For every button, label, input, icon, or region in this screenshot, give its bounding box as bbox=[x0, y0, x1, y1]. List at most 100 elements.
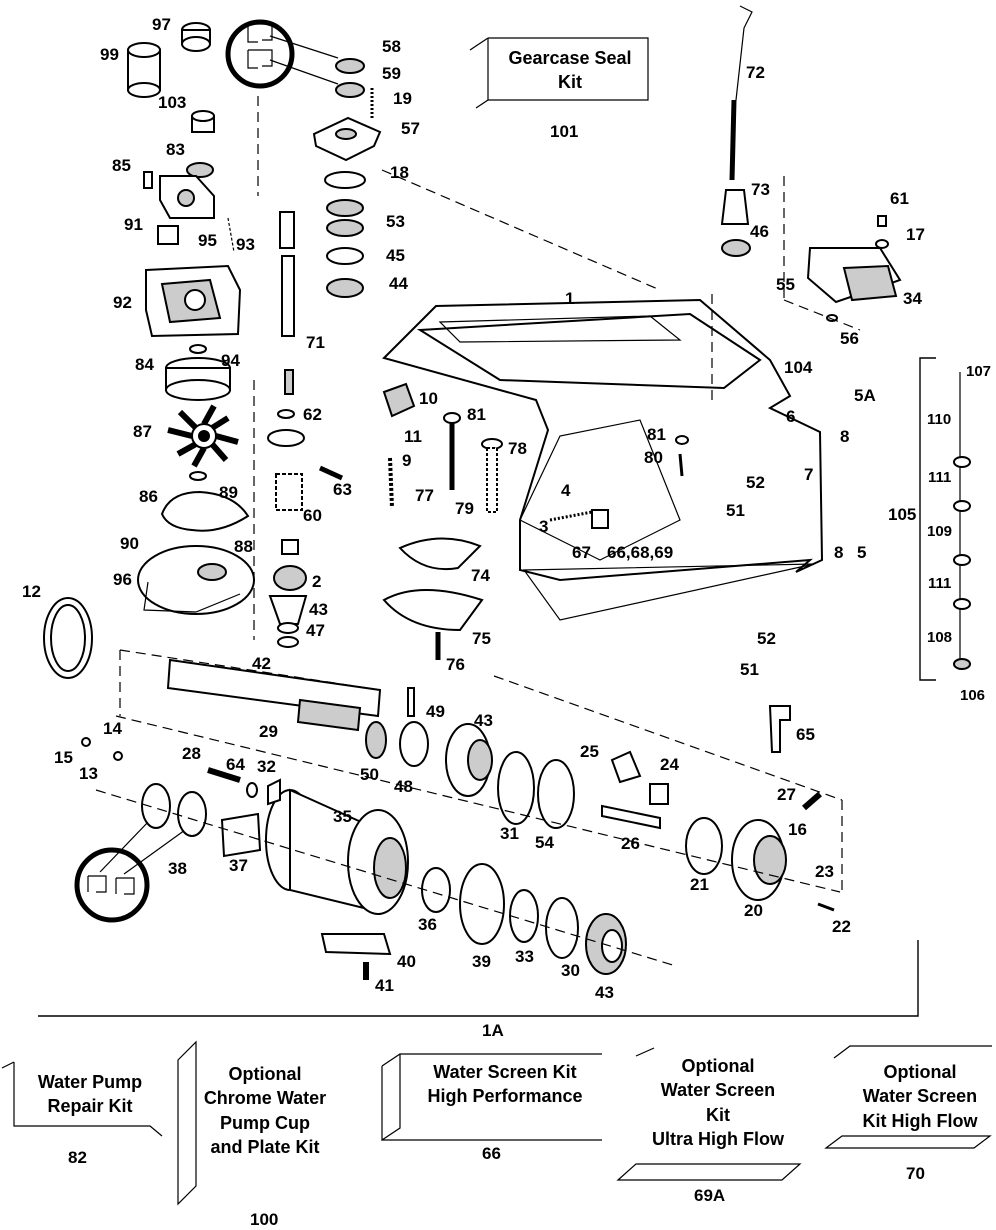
callout-c12: 12 bbox=[22, 582, 41, 601]
callout-c85: 85 bbox=[112, 156, 131, 175]
callout-c79: 79 bbox=[455, 499, 474, 518]
kit-box-shapes bbox=[1, 37, 992, 1206]
callout-c37: 37 bbox=[229, 856, 248, 875]
kit-title-line: Chrome Water bbox=[203, 1088, 327, 1109]
kit-title-line: Optional bbox=[228, 1064, 302, 1084]
callout-c43c: 43 bbox=[595, 983, 614, 1002]
kit-chrome-cup-plate-number: 100 bbox=[250, 1210, 279, 1229]
callout-c31: 31 bbox=[500, 824, 519, 843]
callout-c94: 94 bbox=[221, 351, 240, 370]
kit-water-screen-hf-title: Optional Water Screen Kit High Flow bbox=[850, 1060, 990, 1133]
kit-title-line: Kit bbox=[706, 1104, 730, 1125]
callout-c58: 58 bbox=[382, 37, 401, 56]
callout-c19: 19 bbox=[393, 89, 412, 108]
kit-water-pump-repair-title: Water Pump Repair Kit bbox=[20, 1070, 160, 1119]
callout-c21: 21 bbox=[690, 875, 709, 894]
callout-c11: 11 bbox=[404, 427, 422, 446]
driveshaft-parts bbox=[253, 58, 382, 648]
callout-c40: 40 bbox=[397, 952, 416, 971]
callout-c103: 103 bbox=[158, 93, 187, 112]
callout-c46: 46 bbox=[750, 222, 769, 241]
callout-c28: 28 bbox=[182, 744, 201, 763]
callout-c27: 27 bbox=[777, 785, 796, 804]
callout-c96: 96 bbox=[113, 570, 132, 589]
callout-c32: 32 bbox=[257, 757, 276, 776]
callout-c45: 45 bbox=[386, 246, 405, 265]
callout-c49: 49 bbox=[426, 702, 445, 721]
callout-c89: 89 bbox=[219, 483, 238, 502]
callout-c42: 42 bbox=[252, 654, 271, 673]
callout-c80: 80 bbox=[644, 448, 663, 467]
kit-title-line: Gearcase Seal bbox=[508, 48, 632, 68]
callout-c73: 73 bbox=[751, 180, 770, 199]
callout-c13: 13 bbox=[79, 764, 98, 783]
kit-title-line: Optional bbox=[681, 1056, 755, 1076]
callout-c8a: 8 bbox=[840, 427, 850, 446]
shift-rod-parts bbox=[720, 5, 971, 681]
callout-c1: 1 bbox=[565, 289, 575, 308]
callout-c7: 7 bbox=[804, 465, 814, 484]
kit-title-line: Water Screen bbox=[660, 1080, 776, 1101]
callout-c52a: 52 bbox=[746, 473, 765, 492]
callout-c36: 36 bbox=[418, 915, 437, 934]
gearcase-housing bbox=[382, 298, 824, 660]
callout-c86: 86 bbox=[139, 487, 158, 506]
callout-c38: 38 bbox=[168, 859, 187, 878]
callout-c76: 76 bbox=[446, 655, 465, 674]
kit-water-screen-uhf-title: Optional Water Screen Kit Ultra High Flo… bbox=[640, 1054, 796, 1151]
callout-c72: 72 bbox=[746, 63, 765, 82]
kit-title-line: Water Screen bbox=[862, 1086, 978, 1107]
kit-title-line: Water Screen Kit bbox=[433, 1062, 577, 1082]
water-pump-parts bbox=[43, 22, 255, 679]
callout-c111a: 111 bbox=[928, 469, 952, 486]
callout-c84: 84 bbox=[135, 355, 154, 374]
kit-water-screen-hp-number: 66 bbox=[482, 1144, 501, 1163]
callout-c56: 56 bbox=[840, 329, 859, 348]
callout-c2: 2 bbox=[312, 572, 322, 591]
callout-c65: 65 bbox=[796, 725, 815, 744]
kit-water-pump-repair-number: 82 bbox=[68, 1148, 87, 1167]
callout-c25: 25 bbox=[580, 742, 599, 761]
callout-c14: 14 bbox=[103, 719, 122, 738]
callout-c6: 6 bbox=[786, 407, 796, 426]
kit-title-line: Optional bbox=[883, 1062, 957, 1082]
callout-c9: 9 bbox=[402, 451, 412, 470]
kit-title-line: Kit bbox=[558, 72, 582, 93]
kit-water-screen-hf-number: 70 bbox=[906, 1164, 925, 1183]
callout-c81b: 81 bbox=[647, 425, 666, 444]
assembly-1a-bracket bbox=[38, 940, 919, 1017]
kit-title-line: Water Pump bbox=[37, 1072, 143, 1092]
callout-c93: 93 bbox=[236, 235, 255, 254]
callout-c83: 83 bbox=[166, 140, 185, 159]
kit-water-screen-uhf-number: 69A bbox=[694, 1186, 726, 1205]
callout-c23: 23 bbox=[815, 862, 834, 881]
callout-c108: 108 bbox=[927, 629, 953, 646]
callout-c63: 63 bbox=[333, 480, 352, 499]
callout-c4: 4 bbox=[561, 481, 571, 500]
callout-c90: 90 bbox=[120, 534, 139, 553]
callout-c95: 95 bbox=[198, 231, 217, 250]
callout-c34: 34 bbox=[903, 289, 922, 308]
callout-c15: 15 bbox=[54, 748, 73, 767]
callout-c16: 16 bbox=[788, 820, 807, 839]
callout-c52b: 52 bbox=[757, 629, 776, 648]
callout-c67: 67 bbox=[572, 543, 591, 562]
callout-c48: 48 bbox=[394, 777, 413, 796]
callout-c26: 26 bbox=[621, 834, 640, 853]
callout-c33: 33 bbox=[515, 947, 534, 966]
callout-c50: 50 bbox=[360, 765, 379, 784]
callout-c71: 71 bbox=[306, 333, 325, 352]
callout-c107: 107 bbox=[966, 363, 992, 380]
callout-c53: 53 bbox=[386, 212, 405, 231]
callout-c111b: 111 bbox=[928, 575, 952, 592]
propshaft-parts bbox=[81, 169, 861, 980]
callout-c62: 62 bbox=[303, 405, 322, 424]
callout-c87: 87 bbox=[133, 422, 152, 441]
kit-title-line: Pump Cup bbox=[220, 1112, 310, 1133]
callout-c92: 92 bbox=[113, 293, 132, 312]
callout-c20: 20 bbox=[744, 901, 763, 920]
callout-c43b: 43 bbox=[474, 711, 493, 730]
callout-c1A: 1A bbox=[482, 1021, 504, 1040]
callout-c43a: 43 bbox=[309, 600, 328, 619]
kit-gearcase-seal-number: 101 bbox=[550, 122, 579, 141]
